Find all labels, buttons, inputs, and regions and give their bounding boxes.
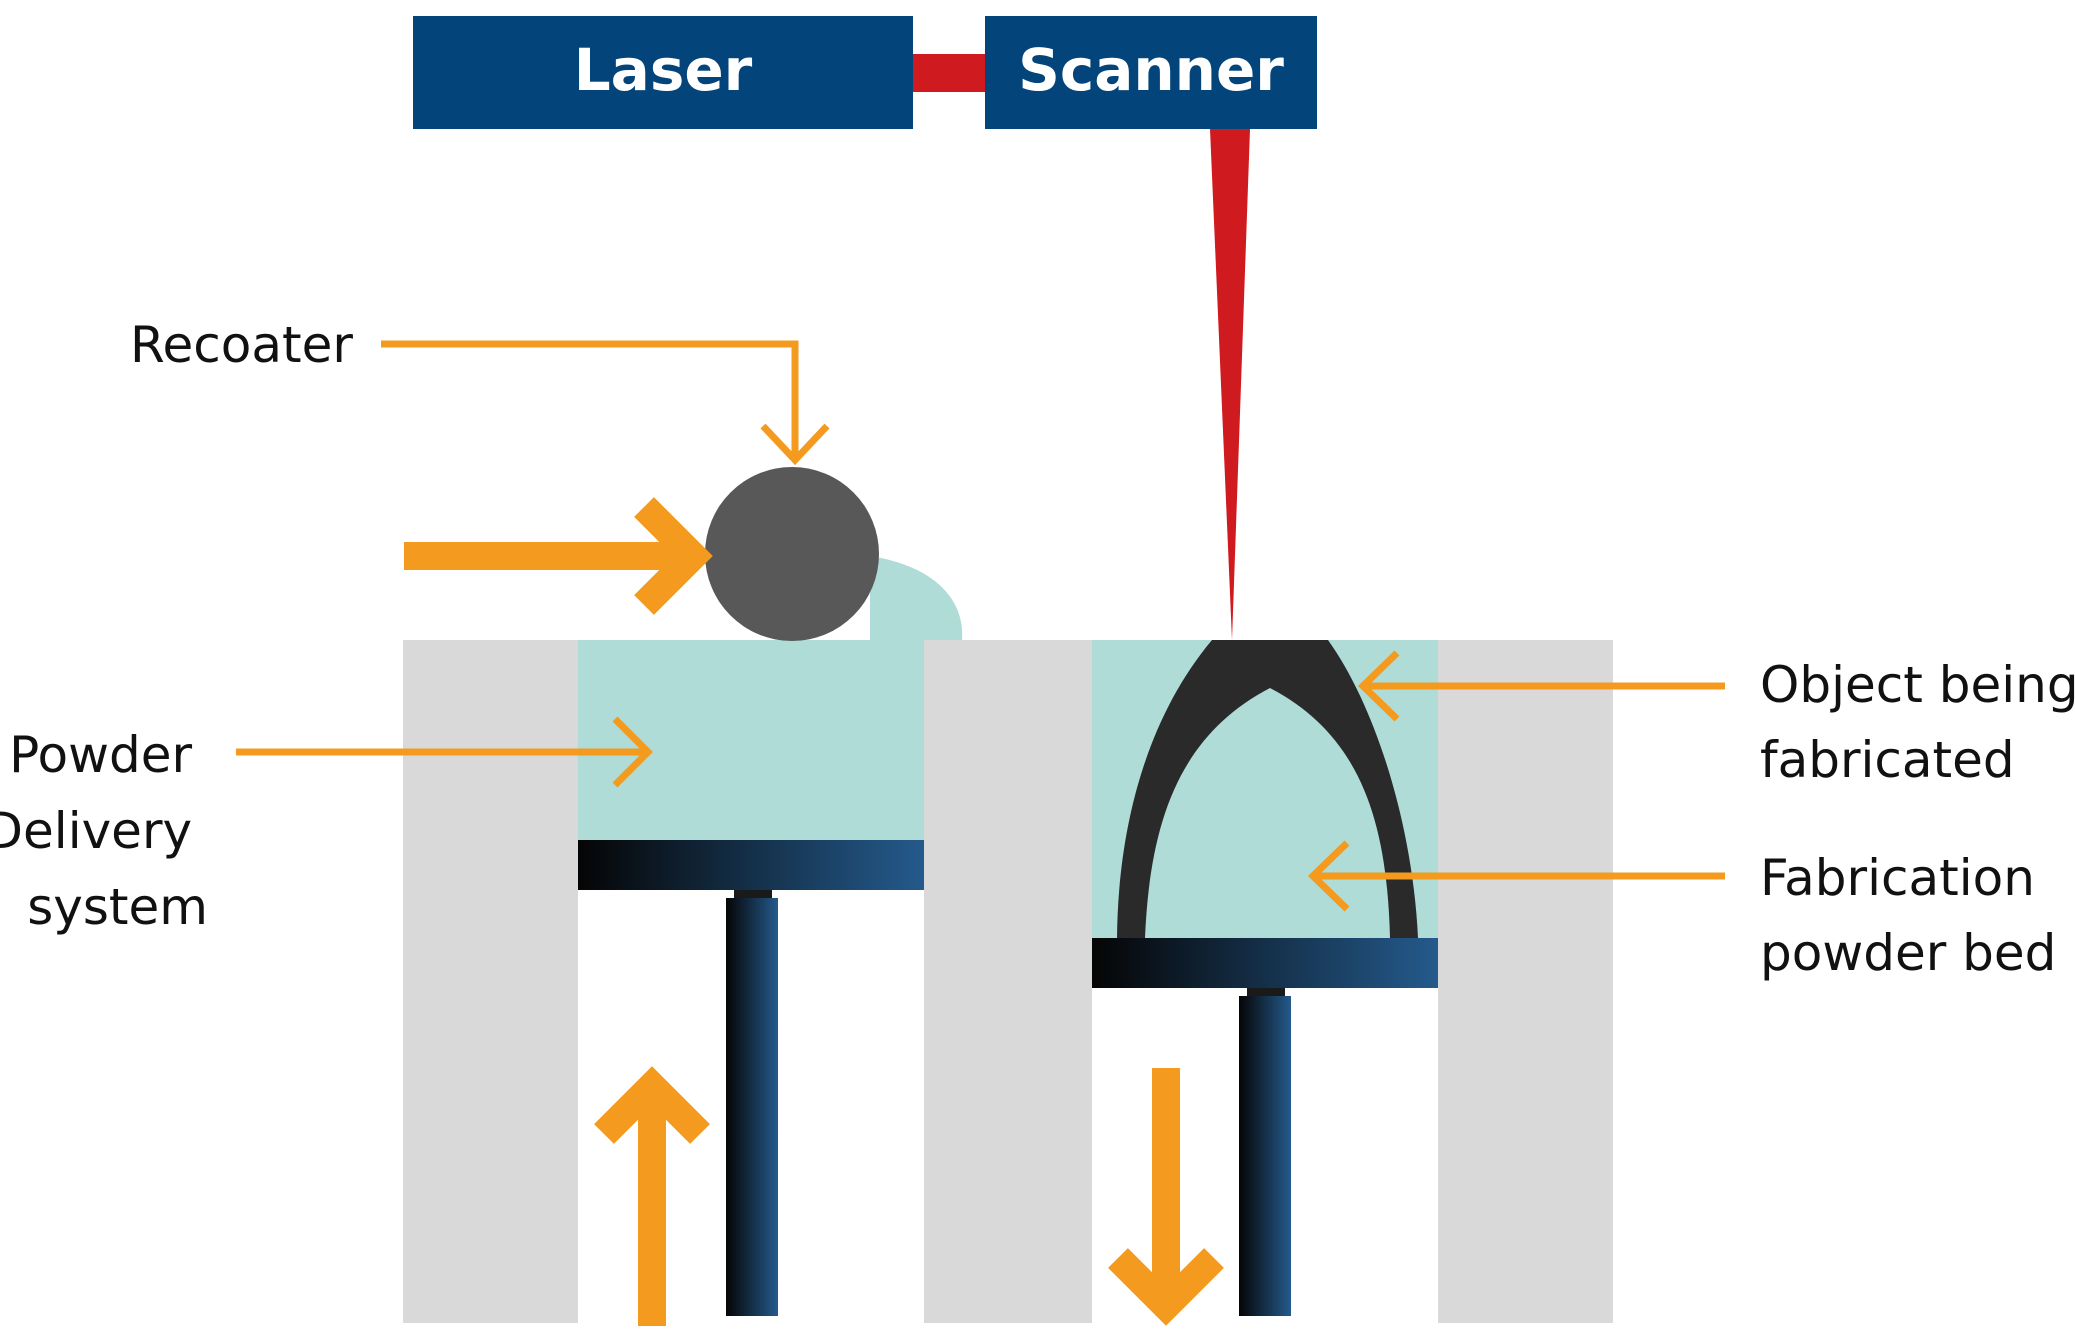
object-label-line-2: fabricated (1760, 731, 2015, 789)
fabrication-piston (1239, 996, 1291, 1316)
powder-delivery-line-3: system (27, 878, 208, 936)
delivery-piston-neck (734, 890, 772, 898)
recoater-callout-arrow (381, 340, 830, 466)
powder-delivery-line-1: Powder (9, 726, 192, 784)
scanner-box (985, 16, 1317, 129)
recoater-roller (705, 467, 879, 641)
delivery-up-arrow (594, 1066, 710, 1326)
powder-delivery-callout-arrow (236, 716, 653, 788)
left-wall (403, 640, 578, 1323)
fabrication-bed-line-1: Fabrication (1760, 849, 2035, 907)
delivery-powder (578, 640, 924, 840)
laser-beam-connector (913, 54, 985, 92)
object-callout-arrow (1357, 650, 1725, 722)
scanner-label: Scanner (1018, 36, 1284, 104)
fabrication-piston-neck (1247, 988, 1285, 996)
object-label: Object being fabricated (1760, 656, 2075, 789)
object-label-line-1: Object being (1760, 656, 2075, 714)
laser-box (413, 16, 913, 129)
right-wall (1438, 640, 1613, 1323)
fabrication-bed-line-2: powder bed (1760, 924, 2056, 982)
powder-delivery-label: Powder Delivery system (0, 726, 208, 936)
delivery-piston (726, 898, 778, 1316)
recoater-motion-arrow (404, 497, 713, 615)
laser-label: Laser (574, 36, 753, 104)
fabricated-object (1117, 640, 1418, 938)
delivery-platform (578, 840, 924, 890)
middle-wall (924, 640, 1092, 1323)
powder-delivery-line-2: Delivery (0, 802, 192, 860)
fabrication-platform (1092, 938, 1438, 988)
fabrication-bed-callout-arrow (1307, 840, 1725, 912)
spread-powder-mound (870, 556, 963, 640)
laser-beam (1210, 129, 1250, 640)
recoater-label: Recoater (130, 316, 353, 374)
fabrication-bed-label: Fabrication powder bed (1760, 849, 2056, 982)
fabrication-down-arrow (1108, 1068, 1224, 1326)
